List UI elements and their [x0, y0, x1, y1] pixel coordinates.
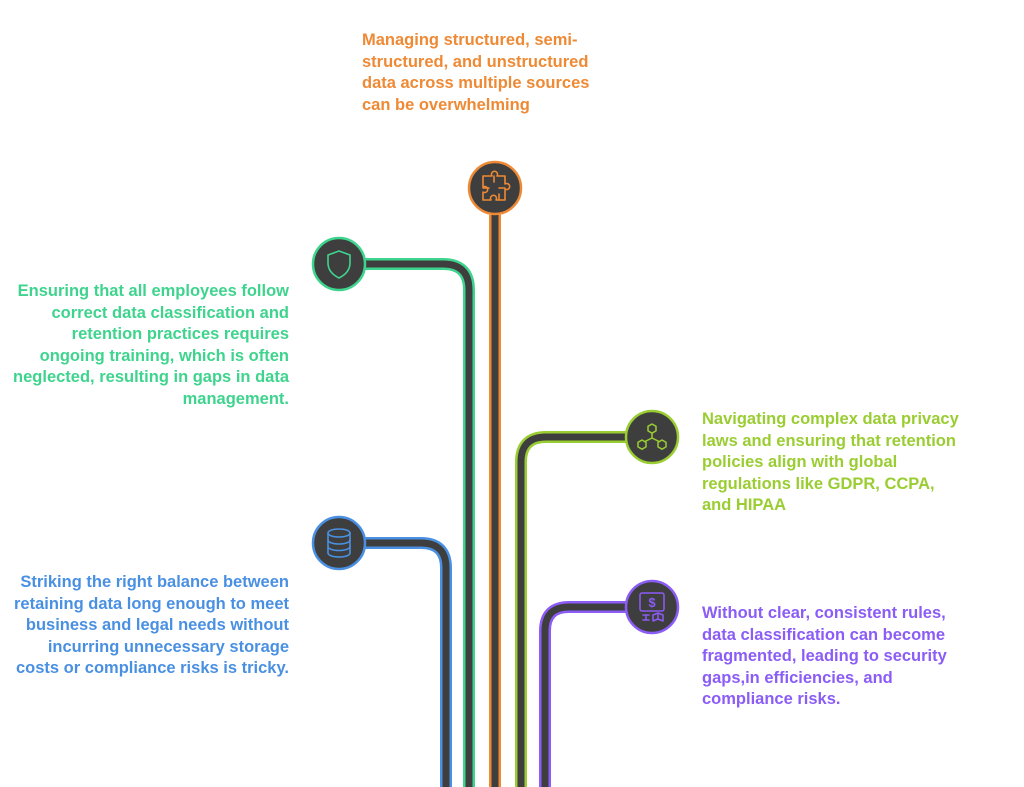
- label-unstructured-data: Managing structured, semi-structured, an…: [362, 31, 590, 114]
- stem-employee-training: [365, 258, 475, 787]
- stem-inconsistent-rules: [539, 601, 626, 787]
- network-cubes-icon: [637, 423, 667, 450]
- stem-privacy-laws: [515, 431, 626, 787]
- label-retention-balance: Striking the right balance between retai…: [13, 573, 289, 678]
- node-unstructured-data: [467, 160, 523, 216]
- node-employee-training: [311, 236, 367, 292]
- puzzle-icon: [482, 170, 511, 201]
- node-inconsistent-rules: $: [624, 579, 680, 635]
- shield-icon: [327, 250, 351, 279]
- label-employee-training: Ensuring that all employees follow corre…: [13, 282, 289, 408]
- stem-retention-balance: [365, 537, 452, 787]
- label-privacy-laws: Navigating complex data privacy laws and…: [702, 410, 959, 515]
- label-inconsistent-rules: Without clear, consistent rules, data cl…: [702, 604, 947, 709]
- node-privacy-laws: [624, 409, 680, 465]
- dollar-presentation-icon: $: [639, 592, 665, 622]
- node-retention-balance: [311, 515, 367, 571]
- database-icon: [327, 528, 351, 558]
- svg-text:$: $: [648, 595, 656, 610]
